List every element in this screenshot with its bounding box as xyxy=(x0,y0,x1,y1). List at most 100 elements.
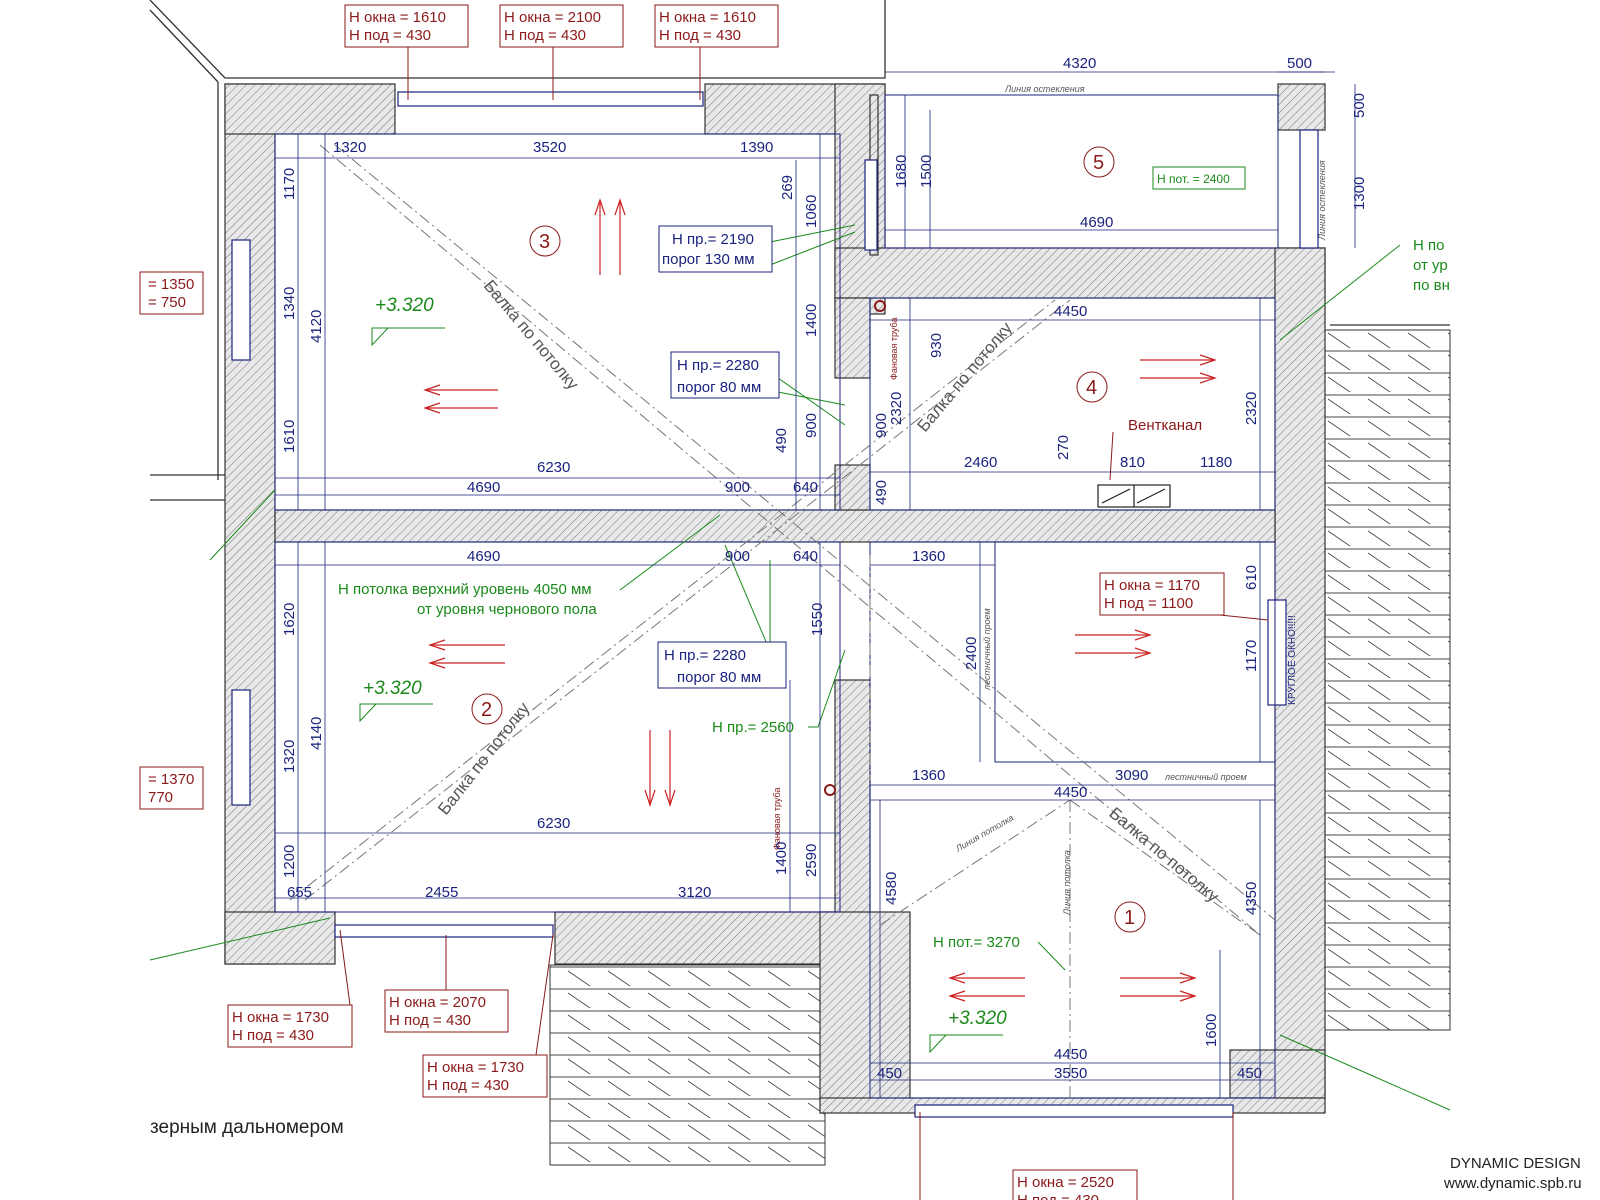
dim-1620: 1620 xyxy=(281,603,298,636)
dim-6230-a: 6230 xyxy=(537,459,570,476)
fan-pipe-top xyxy=(874,300,886,312)
opening-3-h: Н пр.= 2280 xyxy=(664,647,746,664)
dim-4690-b: 4690 xyxy=(467,548,500,565)
win-room-right-sill: Н под = 1100 xyxy=(1104,595,1193,612)
win-left-upper-h: = 1350 xyxy=(148,276,194,293)
level-texts: +3.320 +3.320 +3.320 xyxy=(363,295,1007,1029)
dim-1320: 1320 xyxy=(333,139,366,156)
opening-2-sill: порог 80 мм xyxy=(677,379,761,396)
dim-1170-b: 1170 xyxy=(1243,640,1260,672)
dim-1200: 1200 xyxy=(281,845,298,878)
direction-arrows xyxy=(423,198,1217,1002)
win-top-mid-sill: Н под = 430 xyxy=(504,27,586,44)
dim-900-b: 900 xyxy=(725,479,750,496)
dim-490-a: 490 xyxy=(773,428,790,453)
dim-1680: 1680 xyxy=(893,155,910,188)
win-bottom-c-h: Н окна = 1730 xyxy=(427,1059,524,1076)
level-room3: +3.320 xyxy=(375,295,434,316)
room-2-number: 2 xyxy=(481,699,492,721)
win-top-left-h: Н окна = 1610 xyxy=(349,9,446,26)
level-room2: +3.320 xyxy=(363,678,422,699)
room-1-number: 1 xyxy=(1124,907,1135,929)
windows xyxy=(231,91,1319,1118)
dim-4120: 4120 xyxy=(308,310,325,343)
fan-pipe-bottom xyxy=(824,784,836,796)
dim-4690-top: 4690 xyxy=(1080,214,1113,231)
leader-lines xyxy=(149,224,1451,1111)
ceiling-upper-note-1: Н потолка верхний уровень 4050 мм xyxy=(338,581,592,598)
dim-4450-a: 4450 xyxy=(1054,303,1087,320)
win-top-left-sill: Н под = 430 xyxy=(349,27,431,44)
dimension-texts-h: 4320 500 4690 1320 3520 1390 6230 4690 9… xyxy=(287,55,1312,1082)
dim-4350: 4350 xyxy=(1243,882,1260,915)
ceiling-line-a: Линия потолка xyxy=(953,813,1015,855)
dim-450-a: 450 xyxy=(877,1065,902,1082)
dim-270: 270 xyxy=(1055,435,1072,460)
dim-900-a: 900 xyxy=(803,413,820,438)
dim-4450-b: 4450 xyxy=(1054,784,1087,801)
dim-1390: 1390 xyxy=(740,139,773,156)
dimension-texts-v: 500 1300 1680 1500 1170 1340 4120 1610 2… xyxy=(281,93,1368,1047)
opening-1-sill: порог 130 мм xyxy=(662,251,755,268)
brand-name: DYNAMIC DESIGN xyxy=(1450,1155,1581,1172)
ceiling-line-b: Линия потолка xyxy=(1062,850,1072,916)
brand-site: www.dynamic.spb.ru xyxy=(1443,1175,1582,1192)
opening-texts: Н пр.= 2190 порог 130 мм Н пр.= 2280 пор… xyxy=(662,231,794,736)
dim-2455: 2455 xyxy=(425,884,458,901)
win-left-lower-h: = 1370 xyxy=(148,771,194,788)
win-bottom-a-sill: Н под = 430 xyxy=(232,1027,314,1044)
right-note-2: от ур xyxy=(1413,257,1448,274)
dim-1550: 1550 xyxy=(809,603,826,636)
dim-2590: 2590 xyxy=(803,844,820,877)
brand-block: DYNAMIC DESIGN www.dynamic.spb.ru xyxy=(1443,1155,1582,1192)
dim-900-c: 900 xyxy=(873,413,890,438)
opening-1-h: Н пр.= 2190 xyxy=(672,231,754,248)
terrace-bottom xyxy=(549,964,826,1166)
dim-640-a: 640 xyxy=(793,479,818,496)
win-bottom-b-h: Н окна = 2070 xyxy=(389,994,486,1011)
dim-1340: 1340 xyxy=(281,287,298,320)
vent-channel xyxy=(1097,484,1171,508)
dim-655: 655 xyxy=(287,884,312,901)
right-note-3: по вн xyxy=(1413,277,1450,294)
dim-4450-c: 4450 xyxy=(1054,1046,1087,1063)
dim-4320: 4320 xyxy=(1063,55,1096,72)
level-room1: +3.320 xyxy=(948,1008,1007,1029)
fan-pipe-label-bottom: Фановая труба xyxy=(772,788,782,850)
dim-3090: 3090 xyxy=(1115,767,1148,784)
win-bottom-a-h: Н окна = 1730 xyxy=(232,1009,329,1026)
dim-1360-b: 1360 xyxy=(912,767,945,784)
dim-610: 610 xyxy=(1243,565,1260,590)
ceiling-beams xyxy=(289,144,1276,1100)
opening-2-h: Н пр.= 2280 xyxy=(677,357,759,374)
dim-450-b: 450 xyxy=(1237,1065,1262,1082)
dim-500-h: 500 xyxy=(1287,55,1312,72)
ladder-proj-b: лестничный проем xyxy=(1164,772,1247,782)
dim-1320-b: 1320 xyxy=(281,740,298,773)
round-window-label: КРУГЛОЕ ОКНО!!!!! xyxy=(1287,615,1298,705)
win-left-lower-sill: 770 xyxy=(148,789,173,806)
dim-1400-b: 1400 xyxy=(773,842,790,875)
dim-1610: 1610 xyxy=(281,420,298,453)
walls xyxy=(224,83,1326,1114)
level-marks xyxy=(359,327,1003,1054)
ceiling-upper-note-2: от уровня чернового пола xyxy=(417,601,597,618)
room-number-texts: 3 2 4 1 5 xyxy=(481,152,1135,929)
room-outlines xyxy=(274,94,1279,1099)
win-bottom-right-sill: Н под = 430 xyxy=(1017,1192,1099,1200)
glazing-line-top: Линия остекления xyxy=(1004,84,1085,94)
rangefinder-note: зерным дальномером xyxy=(150,1117,344,1138)
label-leaders xyxy=(339,47,1269,1200)
dim-1360-a: 1360 xyxy=(912,548,945,565)
dim-1600: 1600 xyxy=(1203,1014,1220,1047)
dim-1300: 1300 xyxy=(1351,177,1368,210)
dim-810: 810 xyxy=(1120,454,1145,471)
win-room-right-h: Н окна = 1170 xyxy=(1104,577,1200,594)
opening-boxes xyxy=(657,225,787,689)
label-boxes xyxy=(139,4,1225,1200)
win-bottom-right-h: Н окна = 2520 xyxy=(1017,1174,1114,1191)
beam-label-room3: Балка по потолку xyxy=(480,276,583,393)
dim-1060: 1060 xyxy=(803,195,820,228)
ladder-proj-a: лестничный проем xyxy=(982,608,992,691)
